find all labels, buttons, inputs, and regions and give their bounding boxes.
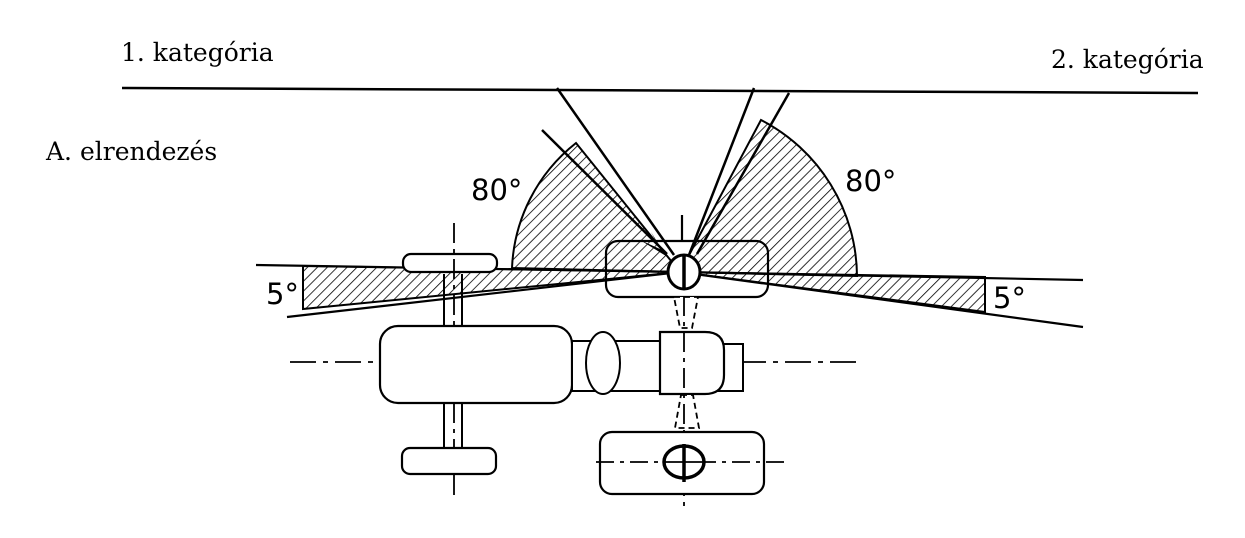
header-rule — [121, 86, 1199, 95]
upper-connector — [672, 296, 700, 329]
left-5-degree-label: 5° — [266, 277, 299, 311]
right-horizontal-ref — [679, 270, 1084, 282]
right-5-degree-label: 5° — [993, 281, 1026, 315]
right-indicator-outer — [687, 87, 756, 256]
right-80-degree-label: 80° — [845, 164, 897, 198]
arrangement-label: A. elrendezés — [46, 137, 218, 166]
category-1-label: 1. kategória — [121, 38, 274, 67]
lower-connector — [673, 394, 701, 429]
left-80-sector — [510, 141, 683, 274]
upper-left-plate — [401, 252, 499, 274]
rear-assembly — [658, 330, 726, 396]
oval-joint — [585, 331, 621, 395]
left-tilt-ref — [286, 270, 681, 319]
lower-left-wheel — [400, 446, 498, 476]
right-tilt-ref — [679, 270, 1084, 329]
left-indicator-outer — [555, 87, 676, 256]
left-indicator-arrowhead — [640, 232, 666, 256]
left-80-degree-label: 80° — [471, 173, 523, 207]
category-2-label: 2. kategória — [1051, 45, 1204, 74]
main-body — [378, 324, 574, 405]
right-indicator-inner — [695, 92, 791, 255]
left-indicator-inner — [541, 129, 668, 255]
right-80-sector — [678, 118, 859, 278]
